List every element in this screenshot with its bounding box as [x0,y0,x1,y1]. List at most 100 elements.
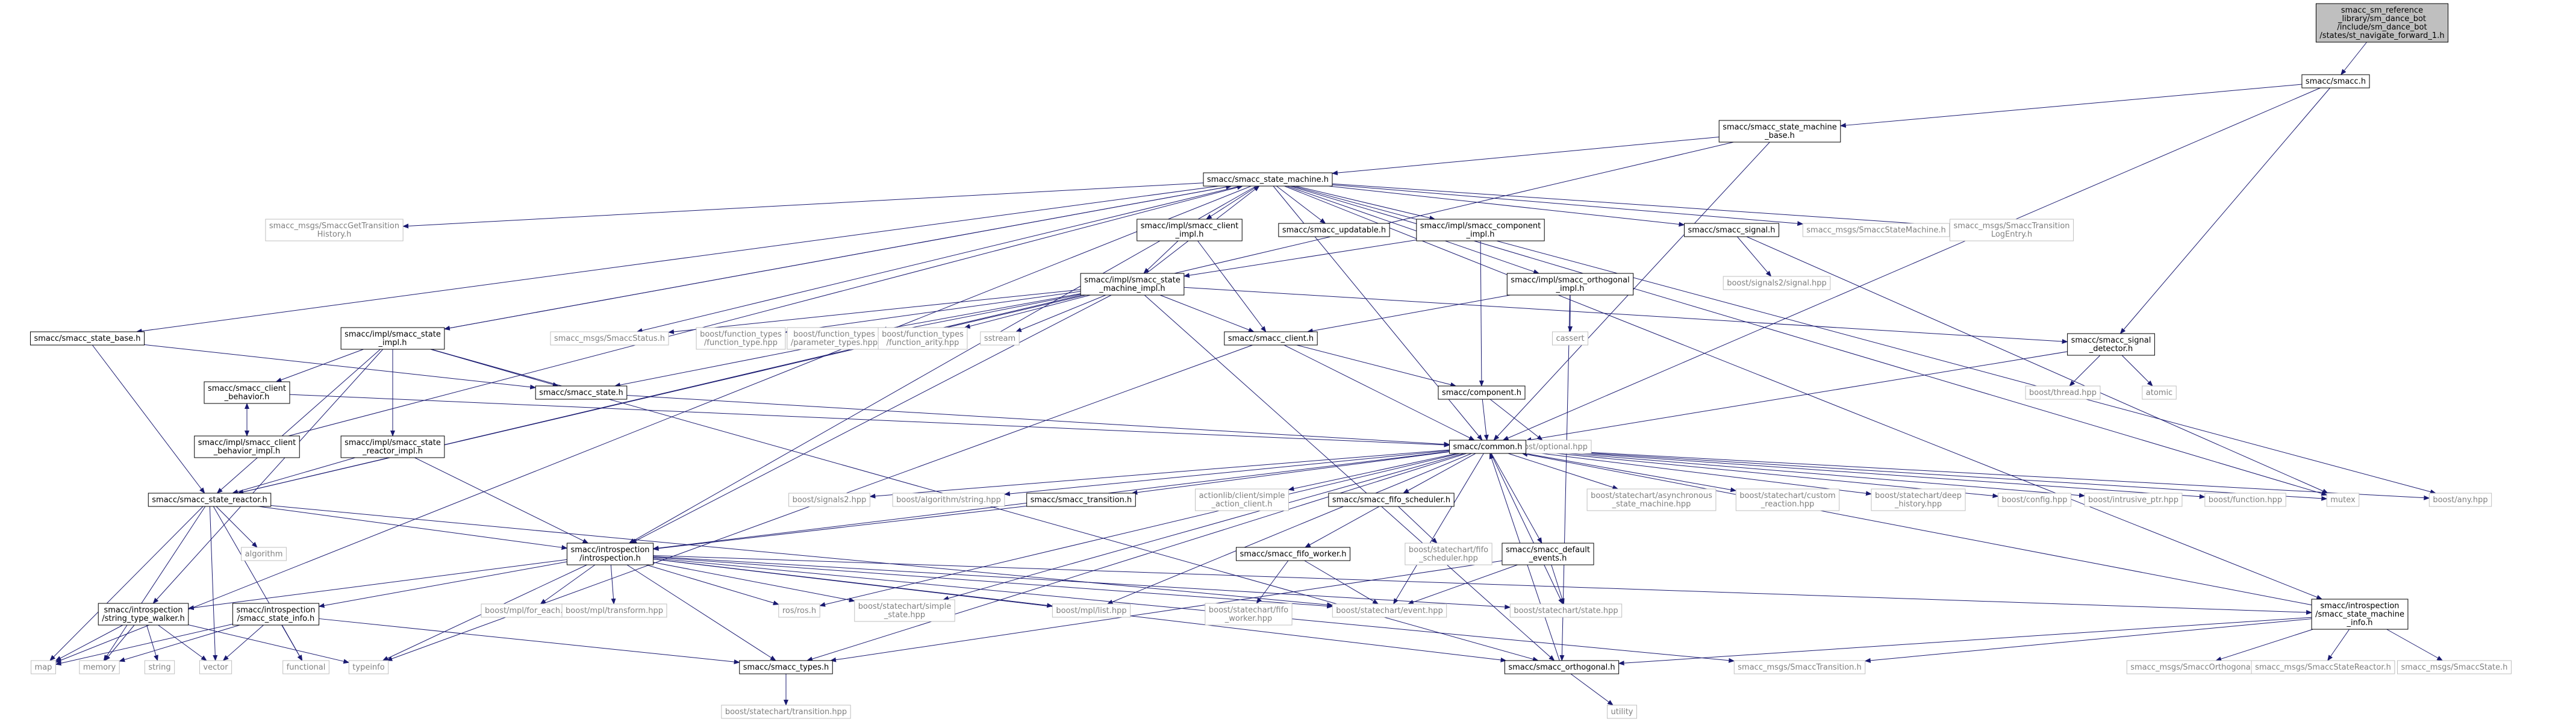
graph-node-state-base[interactable]: smacc/smacc_state_base.h [30,331,145,346]
node-label: boost/thread.hpp [2029,388,2097,397]
graph-node-deephist: boost/statechart/deep_history.hpp [1871,488,1966,511]
graph-node-component-impl[interactable]: smacc/impl/smacc_component_impl.h [1416,219,1545,241]
graph-node-default-events[interactable]: smacc/smacc_default_events.h [1502,543,1594,565]
graph-node-algorithm: algorithm [241,547,287,561]
graph-node-client-h[interactable]: smacc/smacc_client.h [1224,331,1318,346]
node-label: boost/mpl/list.hpp [1056,606,1126,615]
graph-node-signal[interactable]: smacc/smacc_signal.h [1683,223,1780,237]
graph-node-state-info[interactable]: smacc/introspection/smacc_state_info.h [232,603,320,626]
node-box [550,331,669,346]
node-label: _behavior.h [224,393,270,402]
node-box [739,660,833,674]
graph-node-sm-base[interactable]: smacc/smacc_state_machine_base.h [1718,120,1841,143]
graph-node-client-impl[interactable]: smacc/impl/smacc_client_impl.h [1137,219,1243,241]
graph-node-orthogonal[interactable]: smacc/smacc_orthogonal.h [1504,660,1620,674]
node-box [1235,547,1351,561]
edge-transition-to-introspection [652,505,1027,551]
edge-sm-to-msg-gettrans [402,182,1204,229]
node-box [348,660,389,674]
node-box [2397,660,2512,674]
node-box [1416,219,1545,241]
node-label: /string_type_walker.h [102,614,185,623]
node-box [1735,488,1840,511]
graph-node-state-impl[interactable]: smacc/impl/smacc_state_impl.h [340,327,445,350]
edge-sm-to-introspection [628,185,1256,544]
edge-common-to-mutex [1526,449,2328,501]
node-box [1504,660,1620,674]
node-label: smacc_msgs/SmaccStatus.h [554,334,665,343]
dependency-nodes: smacc_sm_reference_library/sm_dance_bot/… [30,3,2512,719]
edge-reactor-to-introspection [258,506,568,550]
node-label: _reactor_impl.h [362,447,423,456]
edge-default-events-to-statehpp [1551,564,1565,605]
node-label: _impl.h [1555,284,1584,293]
edge-sm-to-client-impl [1206,185,1258,220]
node-label: LogEntry.h [1991,230,2032,239]
graph-node-transition[interactable]: smacc/smacc_transition.h [1026,493,1136,507]
node-label: _state_machine.hpp [1612,500,1691,509]
graph-node-sig-detector[interactable]: smacc/smacc_signal_detector.h [2067,333,2155,356]
node-box [232,603,320,626]
edge-fifo-worker-to-fifo-worker-hpp [1256,560,1289,604]
edge-state-h-to-common [626,395,1450,447]
graph-node-state-h[interactable]: smacc/smacc_state.h [535,385,628,400]
node-box [194,435,300,458]
graph-node-stw[interactable]: smacc/introspection/string_type_walker.h [98,603,189,626]
node-box [2084,493,2183,507]
graph-node-fifo-worker[interactable]: smacc/smacc_fifo_worker.h [1235,547,1351,561]
node-label: /states/st_navigate_forward_1.h [2319,31,2444,40]
graph-node-common[interactable]: smacc/common.h [1449,440,1527,454]
edge-common-to-statehpp [1490,453,1564,605]
graph-node-smacc-h[interactable]: smacc/smacc.h [2301,74,2370,89]
node-label: /introspection.h [579,554,641,563]
node-label: History.h [317,230,352,239]
node-box [1733,660,1866,674]
graph-node-map: map [31,660,56,674]
graph-node-fifo-sched-hpp: boost/statechart/fifo_scheduler.hpp [1405,543,1492,565]
graph-node-cb-impl[interactable]: smacc/impl/smacc_client_behavior_impl.h [194,435,300,458]
graph-node-types[interactable]: smacc/smacc_types.h [739,660,833,674]
edge-state-base-to-state-h [144,344,537,390]
node-label: /function_type.hpp [704,338,778,347]
graph-node-intrusive: boost/intrusive_ptr.hpp [2084,493,2183,507]
graph-node-sm[interactable]: smacc/smacc_state_machine.h [1203,172,1333,187]
node-box [1683,223,1780,237]
node-label: boost/mpl/transform.hpp [566,606,663,615]
graph-node-orth-impl[interactable]: smacc/impl/smacc_orthogonal_impl.h [1506,273,1634,296]
graph-node-algostring: boost/algorithm/string.hpp [892,493,1005,507]
graph-node-introspection[interactable]: smacc/introspection/introspection.h [566,543,654,565]
node-label: smacc/smacc_transition.h [1031,496,1132,505]
edge-orth-impl-to-client-h [1306,294,1511,334]
node-label: _impl.h [1174,230,1203,239]
node-box [1802,223,1950,237]
edge-stw-to-string [146,624,158,661]
edge-reactor-to-event [270,505,1333,608]
node-label: boost/function_types [882,330,964,339]
node-label: smacc/introspection [104,606,182,615]
node-box [2428,493,2492,507]
edge-sm-info-to-msg-orth [2215,629,2313,662]
graph-node-fifo-sched[interactable]: smacc/smacc_fifo_scheduler.h [1328,493,1455,507]
node-label: _state.hpp [884,611,925,620]
edge-reactor-to-algorithm [216,506,258,548]
graph-node-sm-info[interactable]: smacc/introspection/smacc_state_machine_… [2311,599,2409,630]
node-label: sstream [984,334,1015,343]
graph-node-root[interactable]: smacc_sm_reference_library/sm_dance_bot/… [2315,3,2449,43]
edge-component-impl-to-sm-impl [1183,240,1417,278]
graph-node-updatable[interactable]: smacc/smacc_updatable.h [1278,223,1390,237]
graph-node-component-h[interactable]: smacc/component.h [1438,385,1526,400]
edge-sm-impl-to-reactor [237,294,1087,494]
node-label: typeinfo [352,663,384,672]
graph-node-client-behavior[interactable]: smacc/smacc_client_behavior.h [204,381,290,404]
graph-node-reactor-impl[interactable]: smacc/impl/smacc_state_reactor_impl.h [340,435,445,458]
edge-common-to-simplestate [943,453,1464,601]
graph-node-atomic: atomic [2142,385,2177,400]
graph-node-event: boost/statechart/event.hpp [1332,603,1447,618]
graph-node-reactor[interactable]: smacc/smacc_state_reactor.h [148,493,272,507]
node-box [199,660,232,674]
edge-state-impl-to-client-behavior [275,349,364,382]
graph-node-sm-impl[interactable]: smacc/impl/smacc_state_machine_impl.h [1080,273,1185,296]
graph-node-transhpp: boost/statechart/transition.hpp [721,705,851,719]
edge-sm-impl-to-ft-params [881,293,1081,332]
edge-sm-info-to-msg-reactor [2327,629,2350,661]
